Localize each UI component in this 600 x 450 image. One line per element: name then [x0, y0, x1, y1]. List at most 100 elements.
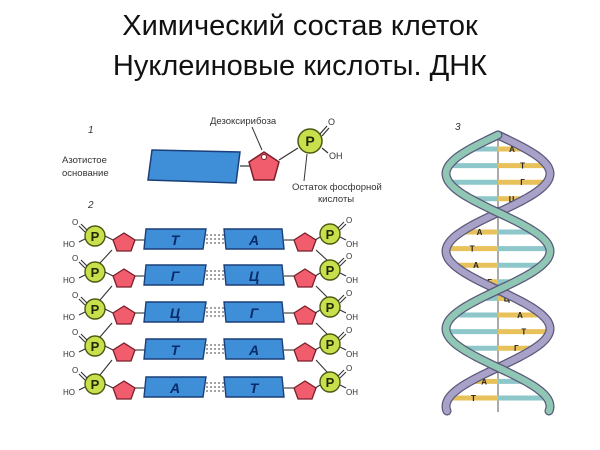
oxygen-label: O: [346, 289, 352, 298]
phosphate-symbol: P: [326, 227, 335, 242]
base-pair-row: P O HO Ц Г P O OH: [63, 289, 358, 338]
helix-base-letter: Т: [470, 245, 475, 254]
deoxyribose-sugar-right: [293, 305, 317, 325]
slide-title: Химический состав клеток Нуклеиновые кис…: [0, 6, 600, 86]
base-letter-right: А: [248, 342, 259, 358]
nitrogenous-base-right: [223, 228, 285, 250]
base-pair-row: P O HO Г Ц P O OH: [63, 252, 358, 301]
helix-strand-2: [442, 131, 554, 415]
oxygen-label: O: [72, 218, 78, 227]
helix-base-letter: Г: [520, 178, 525, 187]
phosphate-symbol: P: [91, 302, 100, 317]
nitrogenous-base-left: [143, 301, 207, 323]
title-line-1: Химический состав клеток: [122, 10, 478, 42]
nitrogenous-base-label-line2: основание: [62, 168, 109, 179]
base-letter-right: Ц: [249, 268, 259, 284]
phosphate-symbol: P: [91, 229, 100, 244]
deoxyribose-sugar-right: [293, 342, 317, 362]
oxygen-label: O: [346, 326, 352, 335]
helix-strand-1: [442, 131, 554, 415]
hydroxyl-label: HO: [63, 240, 75, 249]
nitrogenous-base-left: [143, 338, 207, 360]
phosphate-group: [297, 128, 323, 154]
backbone-link-right: [315, 359, 329, 374]
phosphate-symbol: P: [305, 133, 314, 149]
deoxyribose-label: Дезоксирибоза: [210, 116, 277, 127]
nitrogenous-base-left: [143, 376, 207, 398]
phosphate-symbol: P: [91, 377, 100, 392]
phosphate-group-right: [319, 333, 341, 355]
base-letter-right: Т: [250, 380, 260, 396]
nitrogenous-base-right: [223, 264, 285, 286]
helix-base-letter: А: [477, 228, 483, 237]
hydroxyl-label: OH: [346, 276, 358, 285]
base-pair-row: P O HO А Т P O OH: [63, 364, 358, 400]
deoxyribose-sugar-right: [293, 268, 317, 288]
base-letter-left: Ц: [170, 305, 180, 321]
phosphate-hydroxyl: OH: [329, 151, 343, 161]
oxygen-label: O: [72, 366, 78, 375]
nitrogenous-base-left: [143, 228, 207, 250]
helix-base-letter: Г: [514, 344, 519, 353]
helix-base-letter: А: [517, 311, 523, 320]
phosphate-oxygen: O: [328, 117, 335, 127]
hydroxyl-label: HO: [63, 313, 75, 322]
panel-3-number: 3: [455, 122, 461, 133]
sugar-ring-oxygen: [261, 154, 267, 160]
oxygen-label: O: [346, 216, 352, 225]
base-letter-left: Т: [171, 342, 181, 358]
base-letter-right: Г: [250, 305, 260, 321]
helix-base-letter: Т: [520, 162, 525, 171]
oxygen-label: O: [346, 364, 352, 373]
deoxyribose-sugar-left: [112, 268, 136, 288]
nitrogenous-base-right: [223, 301, 285, 323]
phosphate-label-line1: Остаток фосфорной: [292, 182, 382, 193]
backbone-link-left: [99, 285, 113, 301]
backbone-link-left: [99, 322, 113, 338]
phosphate-symbol: P: [326, 300, 335, 315]
phosphate-symbol: P: [326, 375, 335, 390]
hydroxyl-label: OH: [346, 350, 358, 359]
nitrogenous-base-label-line1: Азотистое: [62, 155, 107, 166]
hydroxyl-label: OH: [346, 388, 358, 397]
hydroxyl-label: HO: [63, 388, 75, 397]
phosphate-symbol: P: [326, 263, 335, 278]
phosphate-symbol: P: [91, 339, 100, 354]
deoxyribose-pointer: [251, 126, 263, 151]
phosphate-group-right: [319, 371, 341, 393]
hydroxyl-label: OH: [346, 313, 358, 322]
sugar-phosphate-bond: [278, 147, 299, 161]
base-letter-left: Г: [171, 268, 181, 284]
deoxyribose-sugar-right: [293, 380, 317, 400]
deoxyribose-sugar: [248, 151, 280, 181]
helix-base-letter: Т: [471, 394, 476, 403]
phosphate-symbol: P: [91, 265, 100, 280]
backbone-link-left: [99, 359, 113, 376]
deoxyribose-sugar-left: [112, 342, 136, 362]
nitrogenous-base-block: [147, 149, 241, 184]
oxygen-label: O: [72, 254, 78, 263]
phosphate-label-line2: кислоты: [318, 194, 354, 205]
panel-1-nucleotide: 1 Азотистое основание Дезоксирибоза P O …: [62, 116, 382, 205]
phosphate-group-right: [319, 296, 341, 318]
panel-2-number: 2: [87, 200, 94, 211]
hydroxyl-label: HO: [63, 350, 75, 359]
base-pair-row: P O HO Т А P O OH: [63, 326, 358, 376]
nitrogenous-base-left: [143, 264, 207, 286]
base-letter-left: А: [169, 380, 180, 396]
phosphate-pointer: [303, 153, 308, 182]
hydroxyl-label: HO: [63, 276, 75, 285]
hydroxyl-label: OH: [346, 240, 358, 249]
backbone-link-right: [315, 249, 329, 262]
helix-base-letter: Ц: [509, 195, 515, 204]
nitrogenous-base-right: [223, 376, 285, 398]
deoxyribose-sugar-left: [112, 232, 136, 252]
phosphate-group-right: [319, 223, 341, 245]
phosphate-symbol: P: [326, 337, 335, 352]
nitrogenous-base-right: [223, 338, 285, 360]
backbone-link-right: [315, 285, 329, 299]
backbone-link-right: [315, 322, 329, 336]
